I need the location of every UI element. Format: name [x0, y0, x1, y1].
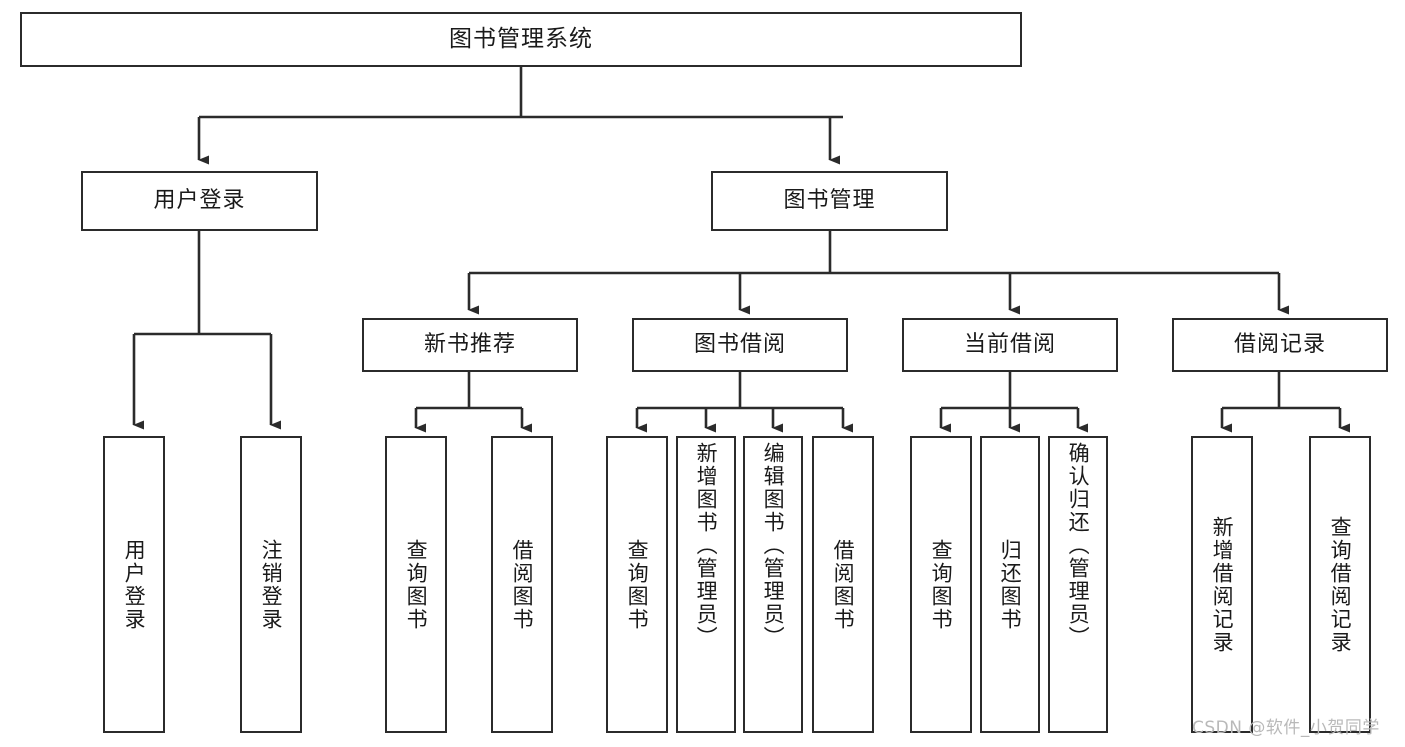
node-label: 图书管理 [783, 187, 876, 213]
leaf-query-book-recommend[interactable]: 查询图书 [385, 436, 447, 733]
leaf-add-book-admin[interactable]: 新增图书（管理员） [676, 436, 736, 733]
node-label: 借阅图书 [831, 538, 856, 631]
node-label: 用户登录 [122, 538, 147, 631]
node-book-borrow[interactable]: 图书借阅 [632, 318, 848, 372]
node-label: 归还图书 [998, 538, 1023, 631]
node-label: 当前借阅 [963, 331, 1056, 357]
node-label: 图书借阅 [693, 331, 786, 357]
node-user-login[interactable]: 用户登录 [81, 171, 318, 231]
leaf-borrow-book[interactable]: 借阅图书 [812, 436, 874, 733]
node-current-borrow[interactable]: 当前借阅 [902, 318, 1118, 372]
leaf-confirm-return-admin[interactable]: 确认归还（管理员） [1048, 436, 1108, 733]
node-label: 新增借阅记录 [1210, 515, 1235, 654]
leaf-query-book-borrow[interactable]: 查询图书 [606, 436, 668, 733]
leaf-user-logout[interactable]: 注销登录 [240, 436, 302, 733]
leaf-add-borrow-record[interactable]: 新增借阅记录 [1191, 436, 1253, 733]
node-label: 查询图书 [625, 538, 650, 631]
node-new-book-recommend[interactable]: 新书推荐 [362, 318, 578, 372]
node-label: 借阅记录 [1233, 331, 1326, 357]
node-label: 编辑图书（管理员） [761, 442, 786, 649]
node-borrow-record[interactable]: 借阅记录 [1172, 318, 1388, 372]
node-book-management-system[interactable]: 图书管理系统 [20, 12, 1022, 67]
node-label: 用户登录 [153, 187, 246, 213]
leaf-edit-book-admin[interactable]: 编辑图书（管理员） [743, 436, 803, 733]
node-book-management[interactable]: 图书管理 [711, 171, 948, 231]
csdn-watermark: CSDN @软件_小贺同学 [1192, 718, 1380, 738]
leaf-query-borrow-record[interactable]: 查询借阅记录 [1309, 436, 1371, 733]
node-label: 图书管理系统 [449, 25, 593, 52]
node-label: 新书推荐 [423, 331, 516, 357]
leaf-user-login[interactable]: 用户登录 [103, 436, 165, 733]
node-label: 查询借阅记录 [1328, 515, 1353, 654]
leaf-borrow-book-recommend[interactable]: 借阅图书 [491, 436, 553, 733]
leaf-return-book[interactable]: 归还图书 [980, 436, 1040, 733]
node-label: 注销登录 [259, 538, 284, 631]
node-label: 查询图书 [929, 538, 954, 631]
node-label: 确认归还（管理员） [1066, 442, 1091, 649]
leaf-query-book-current[interactable]: 查询图书 [910, 436, 972, 733]
node-label: 借阅图书 [510, 538, 535, 631]
node-label: 新增图书（管理员） [694, 442, 719, 649]
node-label: 查询图书 [404, 538, 429, 631]
